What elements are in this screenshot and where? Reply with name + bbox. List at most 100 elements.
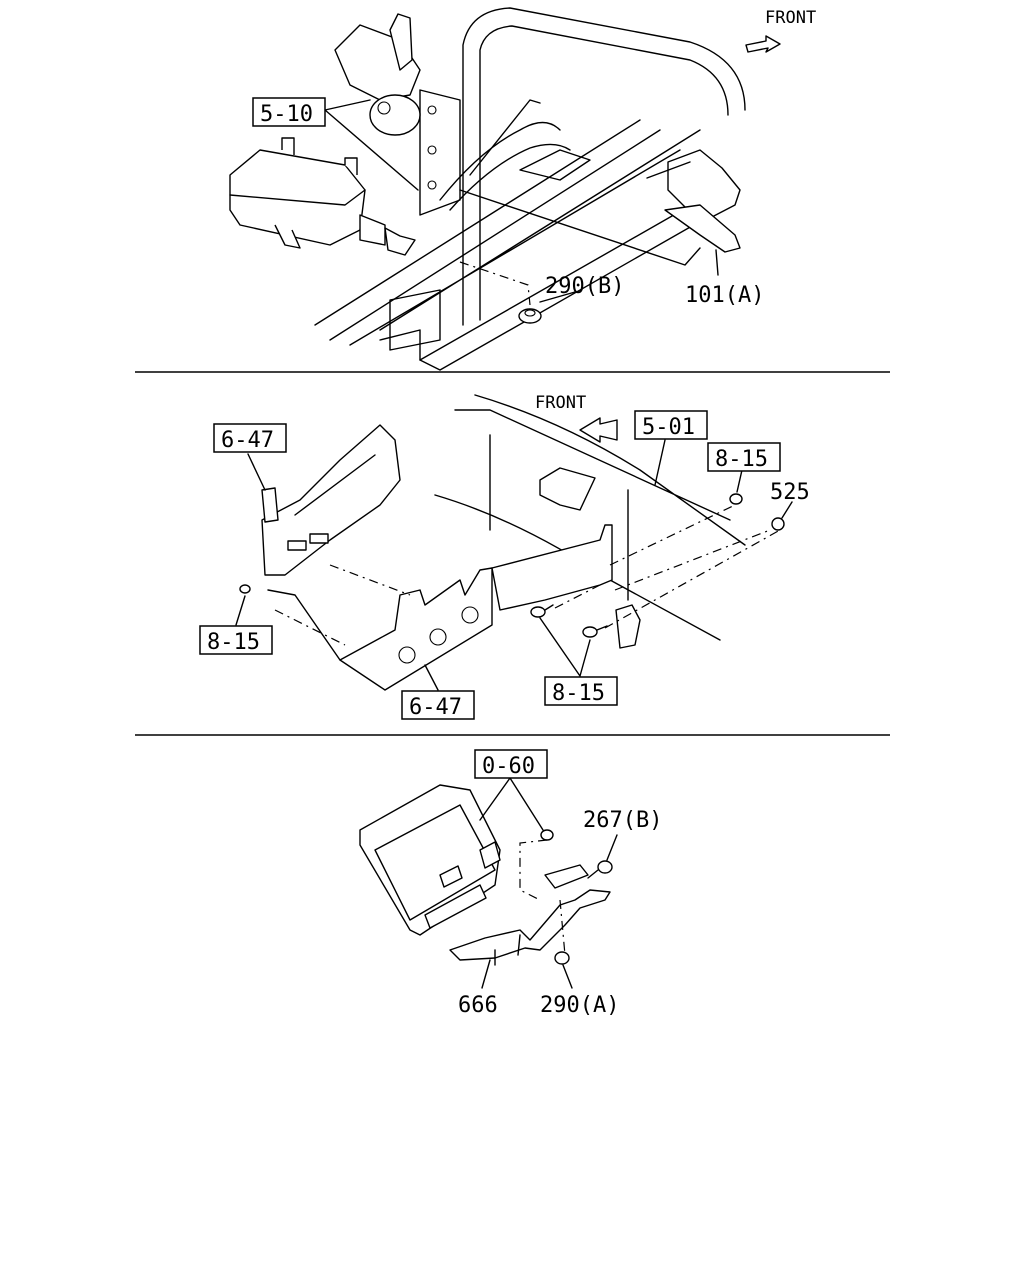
callout-510: 5-10 [260, 102, 313, 127]
callout-815-left: 8-15 [207, 630, 260, 655]
front-label-top: FRONT [765, 8, 816, 28]
frame-tube-inner [479, 25, 729, 321]
ecu-connector [424, 884, 487, 929]
section-top: FRONT [229, 7, 816, 371]
frame-bracket-mid [539, 467, 596, 511]
assembly-dashlines-bottom [519, 839, 566, 956]
callout-box-815-right [707, 442, 781, 472]
bracket-clip [544, 864, 589, 889]
leader-060 [479, 777, 544, 831]
hose-2 [449, 143, 571, 211]
ecu-side-connector [479, 841, 501, 869]
rail-end-edge [379, 329, 421, 361]
leader-290b [539, 291, 576, 303]
motor-edge [229, 189, 366, 206]
frame-rails-mid [454, 394, 746, 546]
leader-101a [459, 189, 701, 266]
part-666-bracket [449, 889, 611, 961]
leader-501 [654, 439, 666, 486]
chassis-rail-lines [314, 119, 701, 346]
part-267b-bolt [597, 860, 613, 874]
part-290b-hole [524, 309, 536, 317]
nut-815-right [729, 493, 743, 505]
nut-060 [540, 829, 554, 841]
leader-647-bottom [424, 664, 439, 691]
nut-815-left [239, 584, 251, 594]
mount-plate [419, 89, 461, 216]
rail-end-block [389, 289, 441, 351]
callout-box-501 [634, 410, 708, 440]
part-101a-pin [646, 161, 691, 179]
callout-647-bottom: 6-47 [409, 695, 462, 720]
callout-290b: 290(B) [545, 274, 624, 299]
motor-tab-left [281, 137, 295, 155]
dashline-290b [459, 261, 531, 306]
leader-666 [481, 959, 491, 989]
leader-101a-2 [715, 249, 719, 276]
callout-525: 525 [770, 480, 810, 505]
leader-510 [324, 99, 419, 191]
tray-hole-3 [461, 606, 479, 624]
leader-647-top [247, 453, 266, 491]
cover-slot-1 [287, 540, 307, 551]
frame-tube [462, 7, 746, 326]
assembly-dashlines [274, 504, 781, 646]
cover-ridge [294, 454, 376, 516]
leader-815-bottom [539, 617, 591, 677]
leader-290a [562, 964, 573, 989]
section-middle: FRONT [199, 393, 810, 720]
callout-815-bottom: 8-15 [552, 681, 605, 706]
front-label-middle: FRONT [535, 393, 586, 413]
leader-525 [781, 501, 793, 519]
bolt-815-a [530, 606, 546, 618]
cover-tab [261, 487, 279, 523]
bracket-666-edges [494, 934, 521, 966]
callout-101a: 101(A) [685, 283, 764, 308]
part-101a-bracket [667, 149, 741, 219]
section-bottom: 0-60 267(B) 666 290(A) [359, 749, 662, 1018]
callout-501: 5-01 [642, 415, 695, 440]
small-bracket [615, 604, 641, 649]
callout-666: 666 [458, 993, 498, 1018]
mount-hole-1 [427, 105, 437, 115]
callout-060: 0-60 [482, 754, 535, 779]
callout-815-right: 8-15 [715, 447, 768, 472]
callout-box-815-left [199, 625, 273, 655]
part-290a-nut [554, 951, 570, 965]
front-arrow-middle-icon [579, 417, 618, 443]
motor-shaft [359, 214, 386, 246]
callout-box-647-bottom [401, 690, 475, 720]
tray-hole-2 [429, 628, 447, 646]
engine-mount-ear [389, 13, 413, 71]
tray-hole-1 [398, 646, 416, 664]
motor-foot [274, 224, 301, 249]
tray-edge [267, 589, 341, 661]
bolt-267b-shank [587, 869, 599, 879]
hose-1 [439, 121, 561, 201]
leader-267b [606, 834, 618, 861]
part-647-tray [339, 567, 493, 691]
motor-coupling [384, 227, 416, 256]
bolt-815-b-shank [596, 625, 608, 631]
callout-box-060 [474, 749, 548, 779]
leader-815-left [235, 595, 246, 626]
callout-267b: 267(B) [583, 808, 662, 833]
callout-290a: 290(A) [540, 993, 619, 1018]
mount-hole-3 [427, 180, 437, 190]
bolt-815-b [582, 626, 598, 638]
callout-box-510 [252, 97, 326, 127]
engine-mount-bolt [377, 101, 391, 115]
bracket-arm [491, 524, 613, 611]
leader-815-right [736, 469, 743, 493]
nut-525 [771, 517, 785, 531]
ecu-face [374, 804, 496, 921]
rod [469, 99, 541, 176]
front-arrow-top-icon [745, 35, 781, 53]
motor-tab-right [344, 157, 358, 175]
ecu-label-plate [439, 865, 463, 888]
cover-slot-2 [309, 533, 329, 544]
callout-647-top: 6-47 [221, 428, 274, 453]
frame-verticals [489, 434, 629, 601]
